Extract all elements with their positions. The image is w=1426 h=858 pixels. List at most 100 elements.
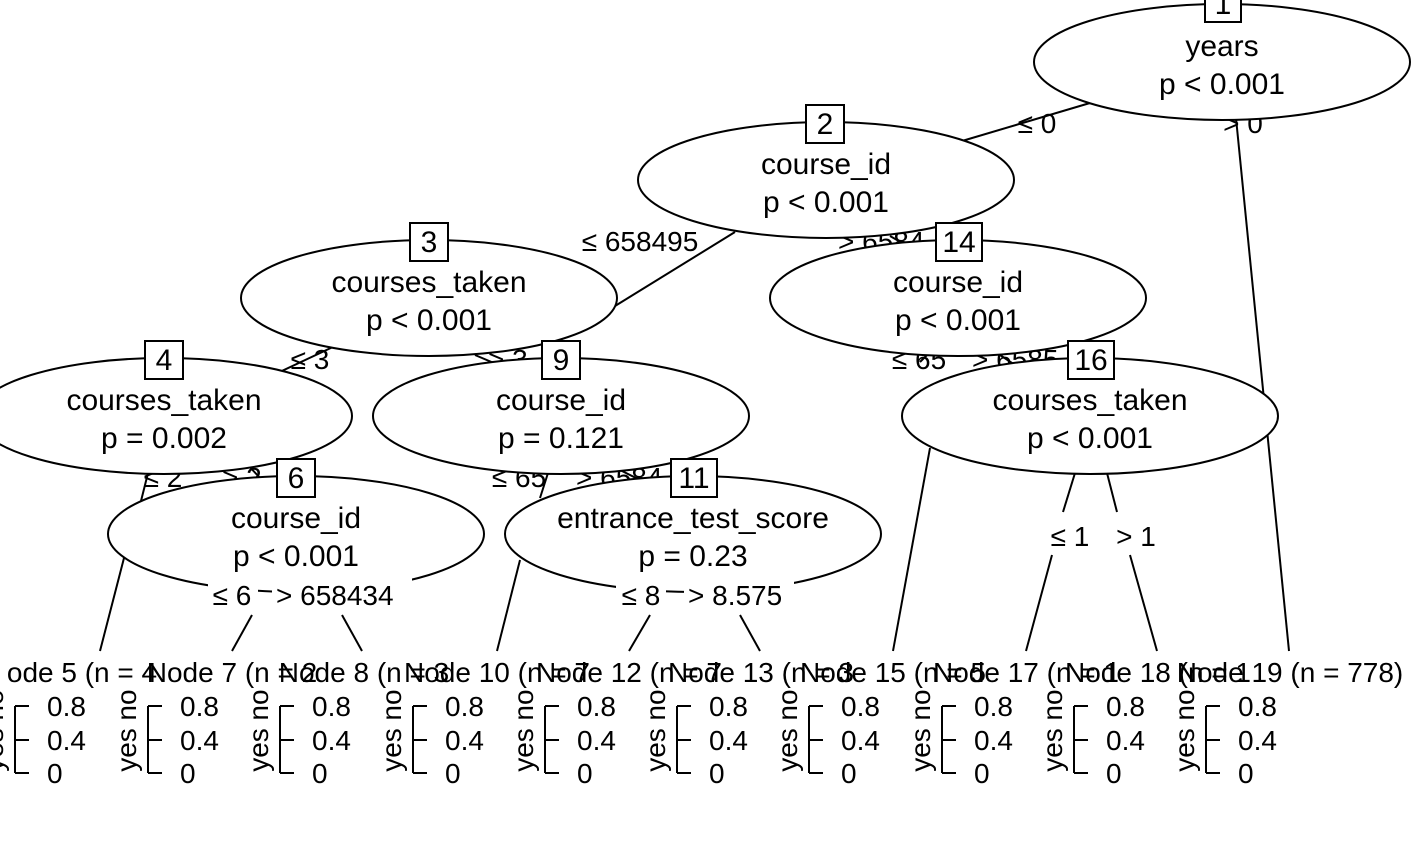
terminal-ylabel-yes: yes — [905, 728, 936, 772]
edge-11-13 — [739, 614, 761, 652]
node-variable: courses_taken — [331, 266, 526, 299]
node-id: 9 — [553, 344, 570, 377]
terminal-ylabel-no: no — [243, 689, 274, 720]
node-id-box — [805, 104, 845, 144]
terminal-node-label: Node 7 (n = 2 — [147, 657, 317, 688]
lower-edge-labels: ≤ 6 > 658434 ≤ 8 > 8.575 — [208, 578, 794, 612]
node-variable: entrance_test_score — [557, 502, 829, 535]
node-variable: courses_taken — [992, 384, 1187, 417]
terminal-tick-label: 0.8 — [841, 691, 880, 722]
terminal-tick-label: 0 — [445, 758, 461, 789]
terminal-ylabel-yes: yes — [0, 728, 9, 772]
terminal-tick-label: 0.4 — [1238, 725, 1277, 756]
inner-node-6: 6 course_id p < 0.001 — [107, 458, 485, 593]
terminal-ylabel-yes: yes — [640, 728, 671, 772]
terminal-tick-label: 0 — [312, 758, 328, 789]
terminal-ylabel-no: no — [508, 689, 539, 720]
terminal-tick-label: 0.8 — [974, 691, 1013, 722]
node-id: 1 — [1215, 0, 1232, 21]
terminal-tick-label: 0 — [577, 758, 593, 789]
edge-label-6-left: ≤ 6 — [213, 580, 252, 611]
node-id: 3 — [421, 226, 438, 259]
edge-1-19 — [1235, 117, 1290, 652]
inner-node-4: 4 courses_taken p = 0.002 — [0, 340, 353, 475]
terminal-ylabel-yes: yes — [111, 728, 142, 772]
node-id-box — [409, 222, 449, 262]
edge-16-18b — [1129, 554, 1158, 652]
terminal-ylabel-no: no — [772, 689, 803, 720]
edge-1-2 — [961, 102, 1091, 142]
terminal-tick-label: 0.4 — [1106, 725, 1145, 756]
terminal-tick-label: 0.4 — [577, 725, 616, 756]
terminal-tick-label: 0 — [974, 758, 990, 789]
label-backing — [208, 578, 258, 612]
node-id: 4 — [156, 344, 173, 377]
terminal-tick-label: 0 — [841, 758, 857, 789]
terminal-tick-label: 0 — [180, 758, 196, 789]
inner-node-11: 11 entrance_test_score p = 0.23 — [504, 458, 882, 593]
terminal-node-label: Node 17 (n = 1 — [933, 657, 1119, 688]
terminal-ylabel-no: no — [905, 689, 936, 720]
terminal-tick-label: 0.8 — [180, 691, 219, 722]
node-variable: courses_taken — [66, 384, 261, 417]
node-pvalue: p < 0.001 — [1159, 68, 1285, 101]
node-id-box — [144, 340, 184, 380]
edge-16-17b — [1025, 554, 1053, 652]
terminal-ylabel-yes: yes — [508, 728, 539, 772]
terminal-tick-label: 0.8 — [47, 691, 86, 722]
node-pvalue: p < 0.001 — [366, 304, 492, 337]
node-id-box — [276, 458, 316, 498]
node-variable: course_id — [893, 266, 1023, 299]
edge-label: ≤ 3 — [291, 344, 330, 375]
terminal-ylabel-no: no — [640, 689, 671, 720]
label-backing — [684, 578, 794, 612]
node-id: 11 — [678, 462, 709, 495]
node-pvalue: p < 0.001 — [1027, 422, 1153, 455]
terminal-ylabel-no: no — [111, 689, 142, 720]
edge-label: ≤ 658495 — [582, 226, 699, 257]
terminal-tick-label: 0.4 — [709, 725, 748, 756]
edge-label: > 1 — [1116, 521, 1156, 552]
edge-6-7 — [231, 614, 253, 652]
terminal-node-panel: 0.80.40 no yes — [508, 689, 616, 789]
node-id: 6 — [288, 462, 305, 495]
terminal-ylabel-yes: yes — [376, 728, 407, 772]
terminal-tick-label: 0.4 — [180, 725, 219, 756]
node-id-box — [670, 458, 718, 498]
edge-16-17 — [1062, 472, 1076, 513]
terminal-node-label: Node 18 (n = 1 — [1065, 657, 1251, 688]
label-backing — [272, 578, 412, 612]
edge-9-10 — [539, 472, 549, 499]
node-variable: years — [1185, 30, 1258, 63]
terminal-node-label: Node 19 (n = 778) — [1177, 657, 1404, 688]
inner-node-3: 3 courses_taken p < 0.001 — [240, 222, 618, 357]
edge-11-12 — [628, 614, 651, 652]
terminal-tick-label: 0.8 — [577, 691, 616, 722]
edge-label-11-right: > 8.575 — [688, 580, 782, 611]
terminal-tick-label: 0.8 — [312, 691, 351, 722]
terminal-tick-label: 0.8 — [1238, 691, 1277, 722]
terminal-ylabel-no: no — [1037, 689, 1068, 720]
terminal-ylabel-yes: yes — [772, 728, 803, 772]
terminal-tick-label: 0.4 — [445, 725, 484, 756]
terminal-tick-label: 0.8 — [445, 691, 484, 722]
terminal-tick-label: 0.4 — [312, 725, 351, 756]
terminal-ylabel-yes: yes — [243, 728, 274, 772]
terminal-node-label: Node 8 (n = 3 — [279, 657, 449, 688]
terminal-tick-label: 0 — [1238, 758, 1254, 789]
node-id: 16 — [1074, 344, 1107, 377]
node-variable: course_id — [496, 384, 626, 417]
node-pvalue: p = 0.23 — [638, 540, 747, 573]
terminal-node-label: Node 10 (n = 7 — [404, 657, 590, 688]
terminal-tick-label: 0.4 — [974, 725, 1013, 756]
node-id-box — [541, 340, 581, 380]
edge-6-8 — [341, 614, 363, 652]
terminal-node-label: Node 12 (n = 7 — [536, 657, 722, 688]
terminal-node-label: ode 5 (n = 4 — [7, 657, 157, 688]
terminal-node-panel: 0.80.40 no yes — [243, 689, 351, 789]
inner-node-9: 9 course_id p = 0.121 — [372, 340, 750, 475]
